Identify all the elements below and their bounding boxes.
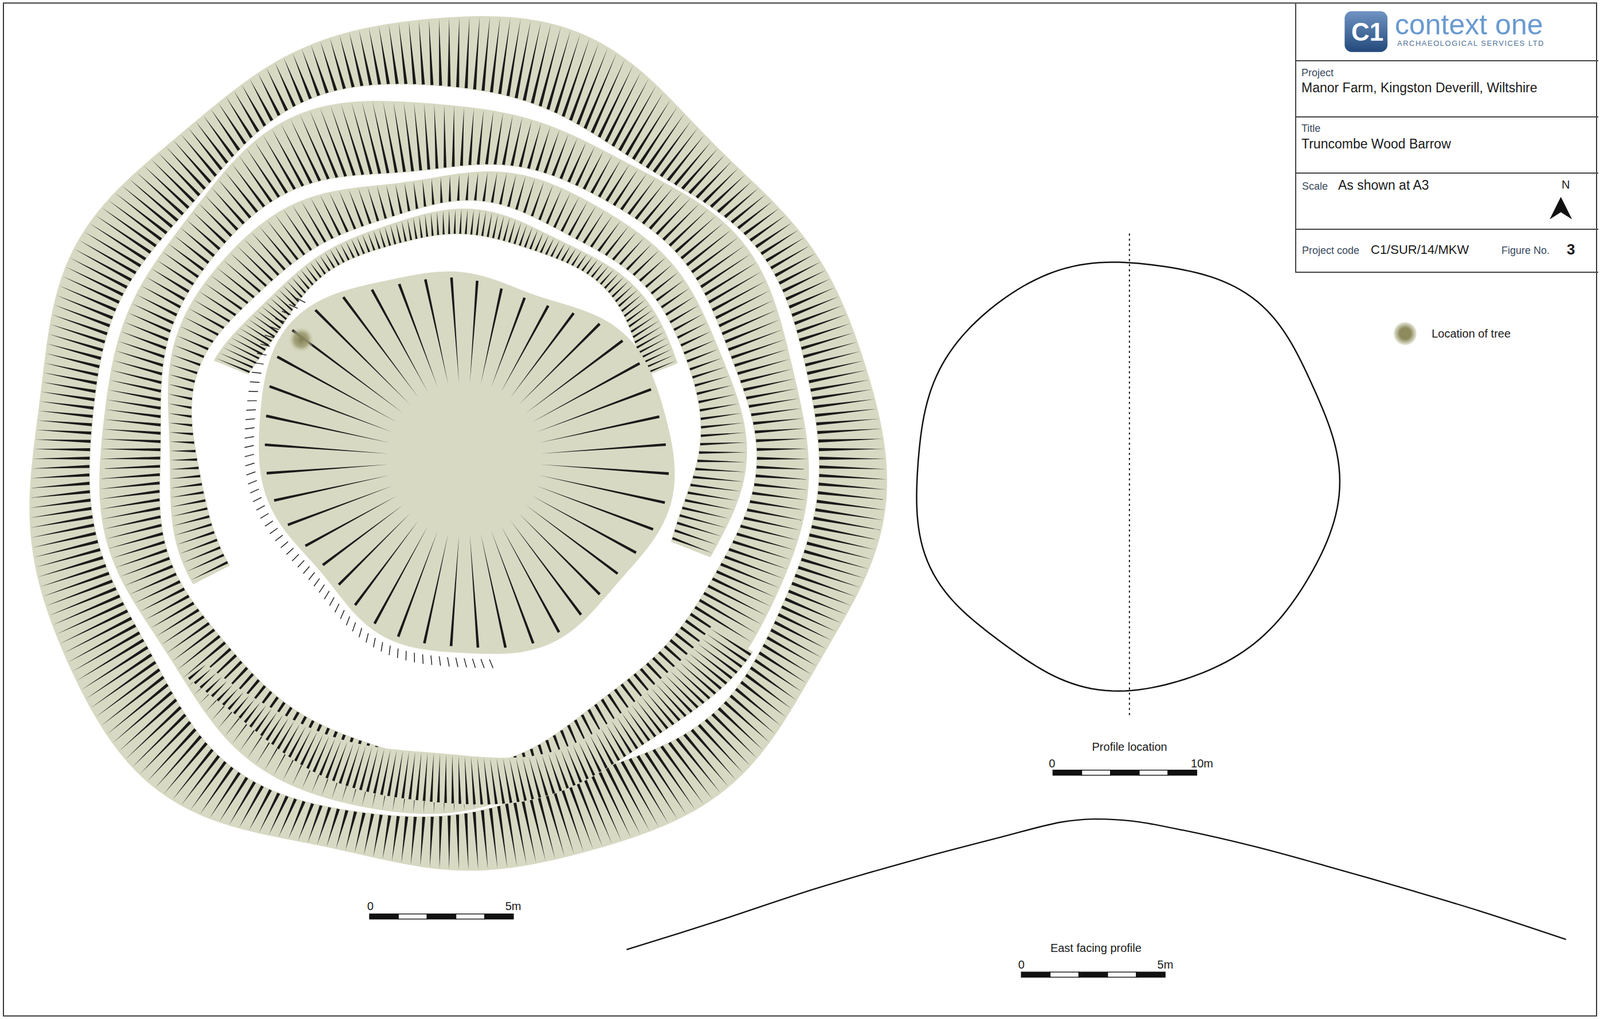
barrow-plan — [29, 16, 888, 871]
scale-segment — [369, 914, 399, 920]
cell-heading: C1 — [1351, 17, 1384, 47]
hachure — [187, 628, 752, 805]
scale-segment — [1107, 971, 1137, 978]
tree-location — [288, 326, 315, 354]
scale-label: 0 — [1018, 957, 1025, 971]
cell-heading: Project code — [1302, 244, 1360, 257]
scale-label: 10m — [1190, 756, 1214, 770]
north-arrow — [1549, 196, 1572, 219]
cell-value: ARCHAEOLOGICAL SERVICES LTD — [1397, 39, 1545, 49]
page-frame — [3, 2, 1597, 1016]
view-label: Profile location — [1092, 740, 1168, 754]
project-code-cell: Project code C1/SUR/14/MKW Figure No. 3 — [1295, 229, 1599, 273]
scale-bar — [369, 914, 514, 920]
scale-segment — [1167, 770, 1197, 776]
cell-value: Truncombe Wood Barrow — [1301, 136, 1452, 152]
cell-value: As shown at A3 — [1338, 177, 1430, 193]
earthwork-band — [99, 100, 809, 814]
cell-value: Figure No. — [1501, 244, 1550, 257]
cell-heading: Scale — [1302, 180, 1328, 193]
scale-segment — [1021, 971, 1050, 978]
earthwork-band — [29, 16, 888, 871]
cell-heading: Project — [1301, 67, 1334, 80]
hachure — [29, 16, 887, 870]
hachure — [264, 277, 669, 648]
scale-bar — [1052, 770, 1197, 776]
scale-segment — [1139, 770, 1168, 776]
scale-cell: Scale As shown at A3 N — [1295, 173, 1599, 230]
profile-line — [1128, 233, 1131, 716]
scale-segment — [1136, 971, 1166, 978]
scale-label: 0 — [1048, 756, 1056, 770]
scale-segment — [1049, 971, 1079, 978]
legend-swatch — [1393, 322, 1417, 345]
cell-value: context one — [1394, 8, 1544, 42]
logo-cell: C1 context oneARCHAEOLOGICAL SERVICES LTD — [1295, 2, 1599, 62]
ground-profile — [626, 818, 1566, 950]
cell-value: Manor Farm, Kingston Deverill, Wiltshire — [1301, 80, 1538, 96]
scale-bar — [1021, 971, 1166, 978]
logo-square — [1344, 11, 1388, 53]
scale-label: 5m — [1157, 957, 1174, 971]
hachure — [99, 101, 809, 814]
view-label: East facing profile — [1050, 941, 1142, 955]
cell-value: N — [1561, 178, 1570, 192]
hachure — [244, 297, 494, 668]
scale-segment — [426, 914, 456, 920]
profile-location-plan — [916, 233, 1340, 716]
scale-segment — [1079, 971, 1108, 978]
cell-value: C1/SUR/14/MKW — [1370, 242, 1469, 257]
scale-segment — [1081, 770, 1111, 776]
scale-label: 5m — [505, 899, 522, 913]
profile-section — [626, 818, 1566, 950]
project-cell: ProjectManor Farm, Kingston Deverill, Wi… — [1295, 61, 1599, 118]
scale-segment — [484, 914, 514, 920]
cell-value: 3 — [1566, 241, 1575, 259]
scale-bars — [369, 770, 1197, 978]
title-cell: TitleTruncombe Wood Barrow — [1295, 117, 1599, 174]
barrow-outline — [916, 261, 1340, 691]
scale-segment — [1052, 770, 1082, 776]
mound-top — [259, 271, 676, 654]
scale-segment — [456, 914, 485, 920]
scale-label: 0 — [367, 899, 374, 913]
scale-segment — [1110, 770, 1140, 776]
legend-text: Location of tree — [1431, 327, 1511, 341]
cell-heading: Title — [1301, 122, 1321, 135]
scale-segment — [398, 914, 427, 920]
